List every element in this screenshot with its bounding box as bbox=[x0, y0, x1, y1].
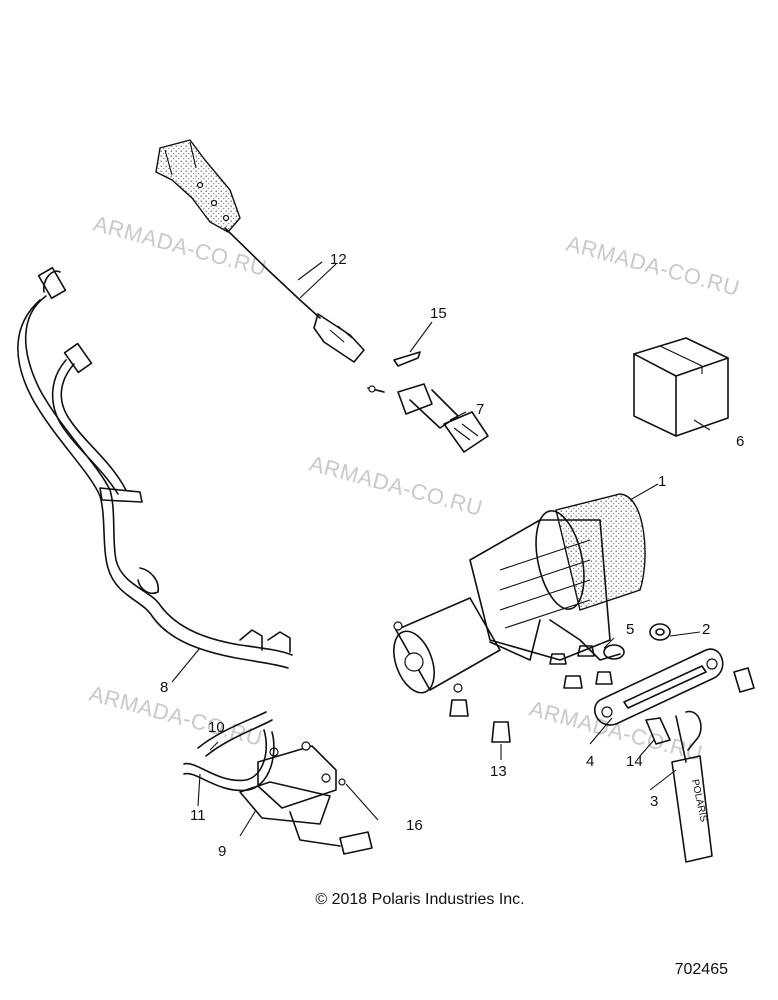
callout-9: 9 bbox=[218, 843, 226, 860]
callout-10: 10 bbox=[208, 719, 225, 736]
callout-7: 7 bbox=[476, 401, 484, 418]
callout-11: 11 bbox=[190, 807, 206, 824]
part-6-box bbox=[633, 337, 729, 437]
callout-6: 6 bbox=[736, 433, 744, 450]
part-1-winch bbox=[393, 493, 646, 694]
callout-8: 8 bbox=[160, 679, 168, 696]
callout-2: 2 bbox=[702, 621, 710, 638]
callout-15: 15 bbox=[430, 305, 447, 322]
part-8-wire-harness bbox=[17, 266, 293, 669]
part-14-bolt bbox=[645, 667, 755, 745]
part-11-cable bbox=[183, 729, 275, 792]
watermarks: ARMADA-CO.RU ARMADA-CO.RU ARMADA-CO.RU A… bbox=[87, 211, 743, 766]
part-4-fairlead bbox=[594, 648, 724, 726]
part-2-nut bbox=[649, 623, 671, 641]
part-13-bolts bbox=[449, 645, 613, 743]
part-15-pin bbox=[367, 351, 421, 393]
part-12-winch-control-switch bbox=[155, 139, 365, 363]
callout-14: 14 bbox=[626, 753, 643, 770]
watermark: ARMADA-CO.RU bbox=[564, 231, 743, 301]
callout-4: 4 bbox=[586, 753, 594, 770]
part-9-contactor bbox=[239, 741, 373, 855]
callout-3: 3 bbox=[650, 793, 658, 810]
callouts: 1 2 3 4 5 6 7 8 9 10 11 12 13 14 15 16 bbox=[160, 251, 744, 860]
callout-1: 1 bbox=[658, 473, 666, 490]
diagram-number: 702465 bbox=[675, 961, 728, 978]
callout-5: 5 bbox=[626, 621, 634, 638]
callout-12: 12 bbox=[330, 251, 347, 268]
copyright-text: © 2018 Polaris Industries Inc. bbox=[315, 891, 524, 908]
part-16-screw bbox=[338, 778, 346, 786]
leader-lines bbox=[171, 261, 711, 837]
part-10-cable bbox=[197, 711, 273, 757]
callout-13: 13 bbox=[490, 763, 507, 780]
part-7-connector bbox=[397, 383, 489, 453]
watermark: ARMADA-CO.RU bbox=[307, 451, 486, 521]
watermark: ARMADA-CO.RU bbox=[87, 681, 266, 751]
callout-16: 16 bbox=[406, 817, 423, 834]
